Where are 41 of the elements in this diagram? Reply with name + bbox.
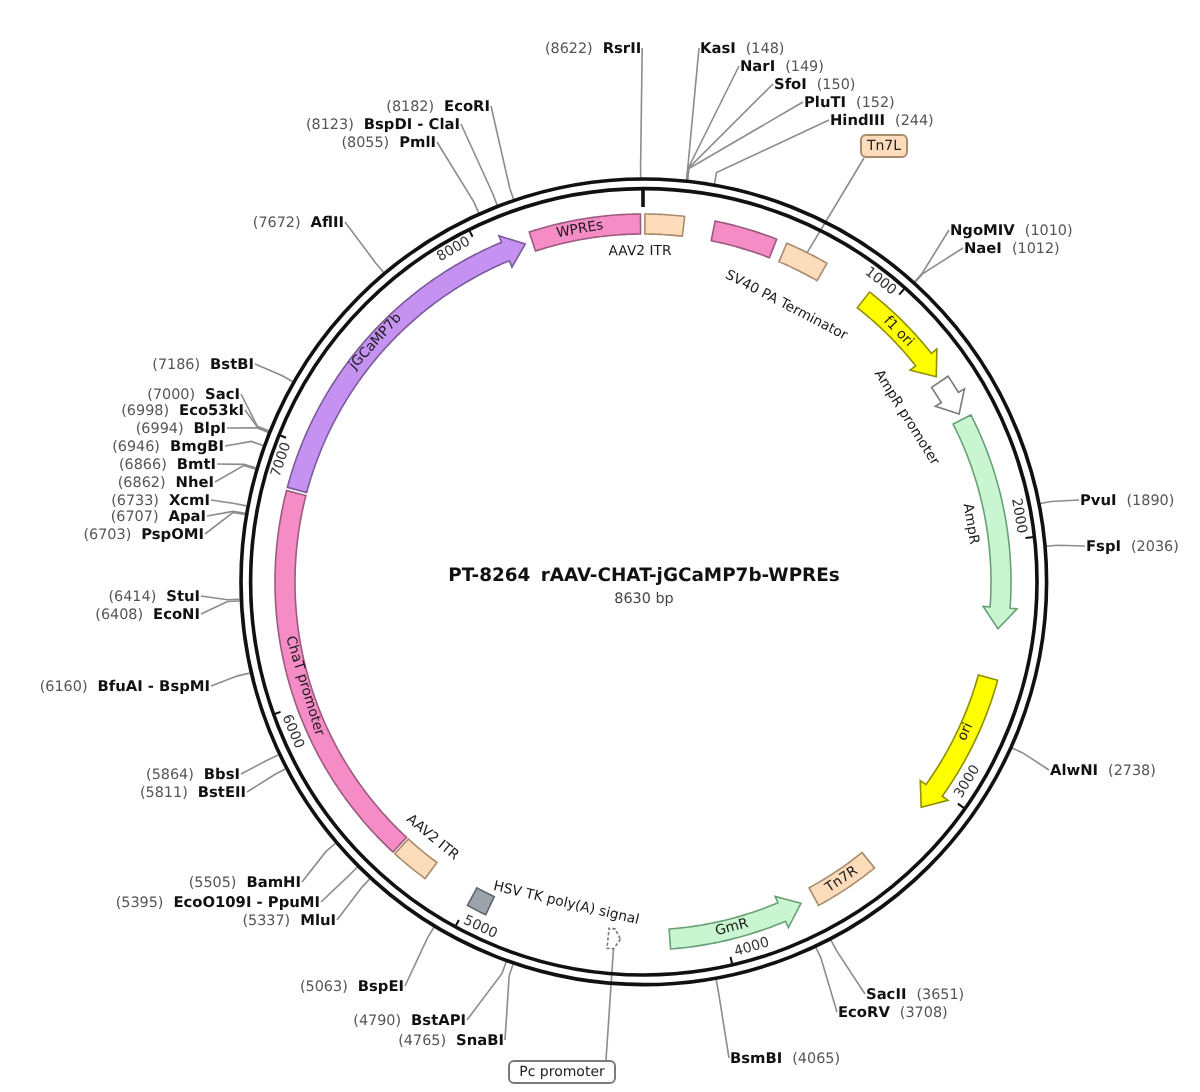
leader-line (204, 511, 246, 535)
leader-line (686, 101, 804, 182)
leader-line (490, 105, 515, 201)
leader-line (200, 595, 241, 601)
leader-line (210, 499, 248, 507)
leader-line (200, 600, 241, 615)
leader-line (240, 754, 279, 775)
leader-line (210, 672, 251, 687)
leader-line (226, 427, 269, 434)
leader-line (336, 878, 371, 921)
leader-line (460, 123, 499, 207)
leader-line (404, 926, 435, 987)
leader-line (605, 948, 615, 1061)
leader-line (1010, 746, 1050, 771)
leader-line (224, 440, 264, 447)
leader-line (206, 510, 246, 517)
leader-line (344, 221, 385, 274)
leader-line (686, 83, 774, 182)
leader-line (713, 119, 830, 186)
leader-line (685, 65, 740, 182)
leader-line (715, 978, 730, 1059)
leader-line (1038, 499, 1080, 505)
leader-line (504, 963, 514, 1041)
leader-line (436, 141, 480, 214)
leader-line (829, 938, 866, 995)
leader-line (320, 866, 359, 903)
leader-line (254, 363, 294, 383)
leader-line (913, 229, 950, 284)
leader-line (246, 768, 286, 793)
leader-line (806, 157, 865, 253)
leader-line (913, 247, 964, 284)
leader-line (639, 47, 643, 179)
plasmid-title: PT-8264 rAAV-CHAT-jGCaMP7b-WPREs (448, 565, 840, 587)
leader-line (814, 946, 838, 1013)
leader-line (244, 409, 270, 433)
leader-line (216, 463, 257, 469)
leader-line (466, 961, 507, 1021)
leader-line (240, 393, 270, 432)
leader-line (1044, 544, 1086, 548)
leader-line (214, 464, 257, 483)
leader-line (301, 842, 337, 883)
